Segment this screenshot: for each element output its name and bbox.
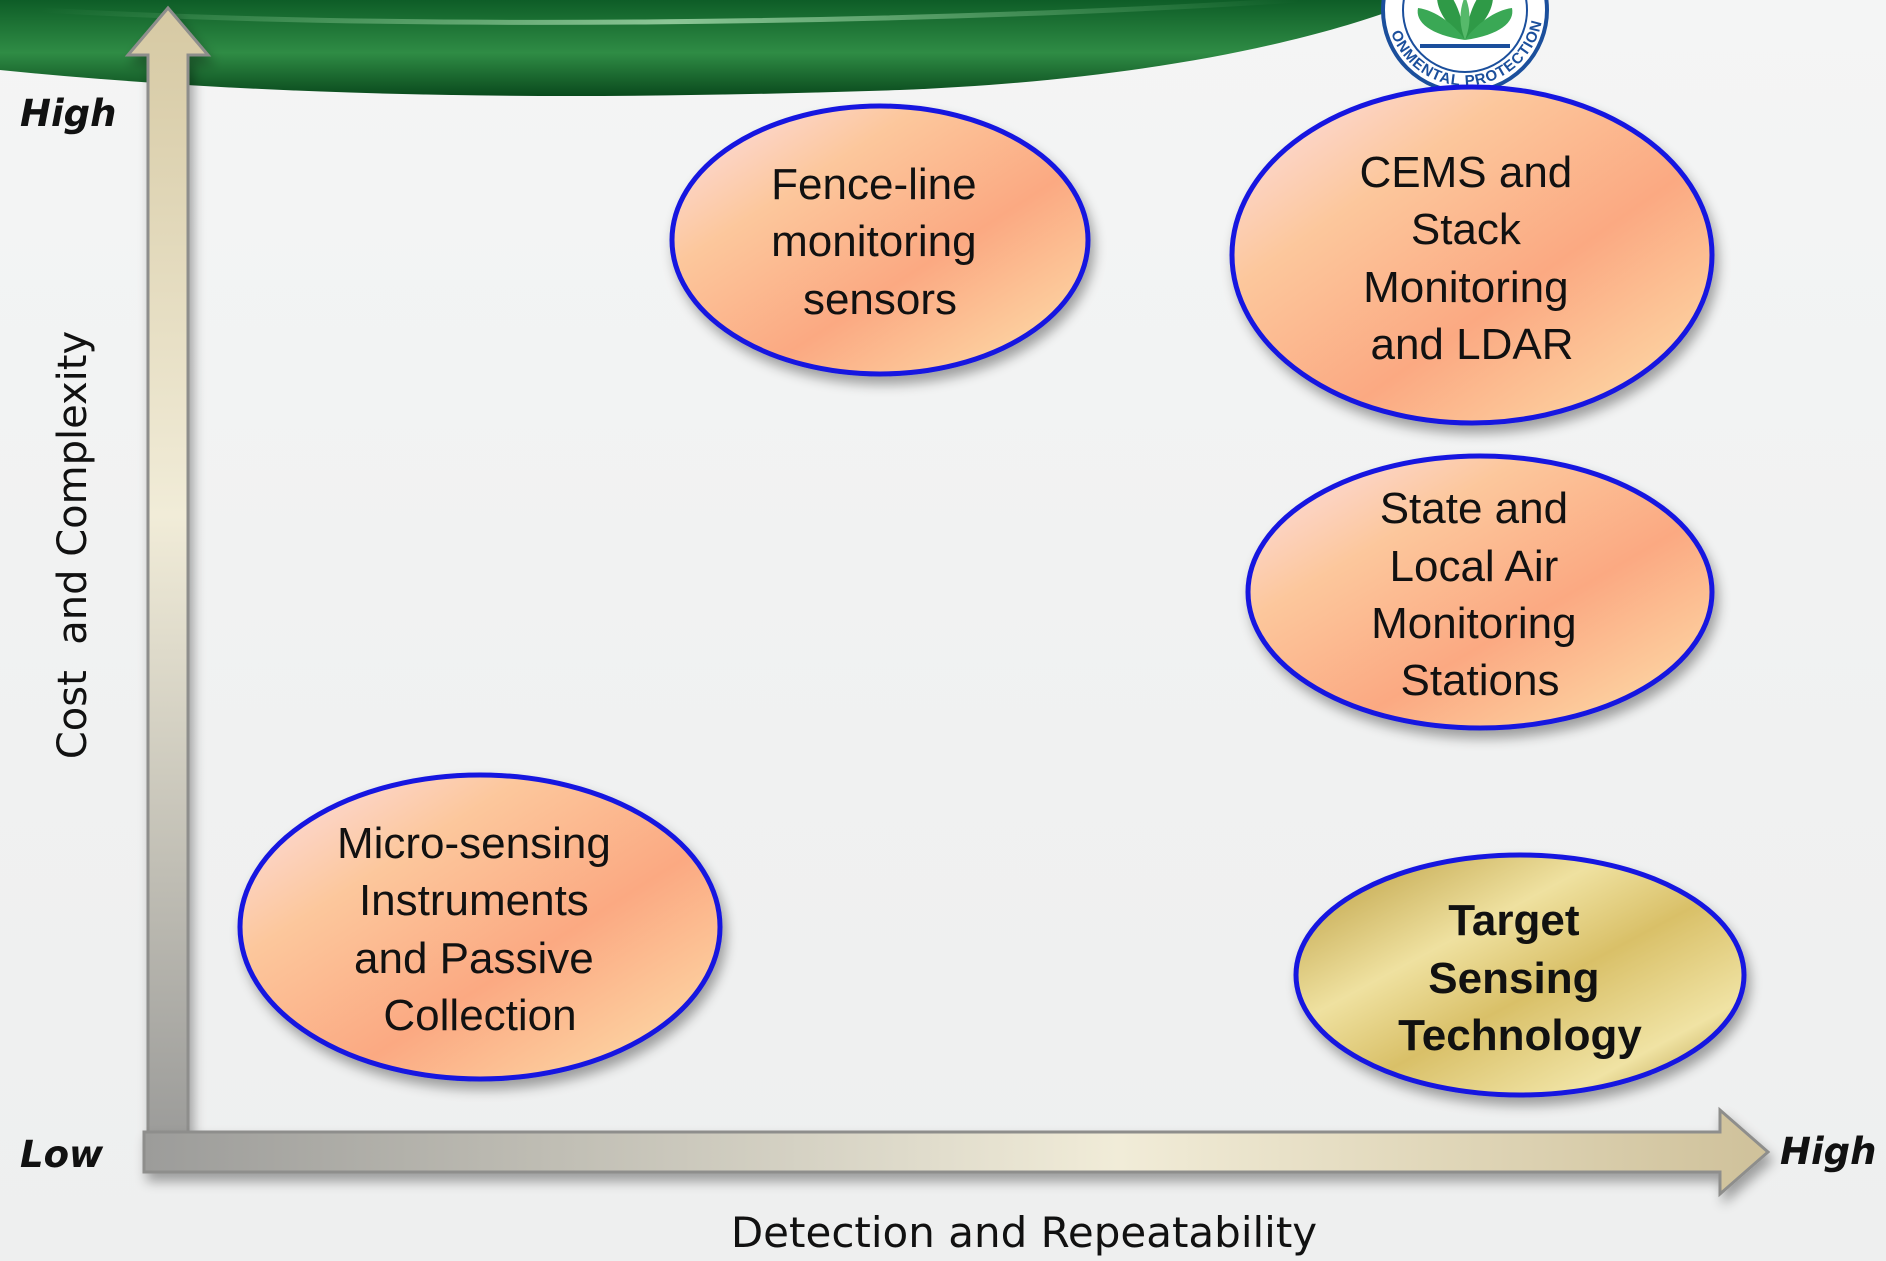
- node-state-local-line-4: Stations: [1401, 656, 1560, 705]
- x-axis-title: Detection and Repeatability: [731, 1208, 1317, 1257]
- node-target: Target Sensing Technology: [1293, 852, 1747, 1098]
- x-axis-high-label: High: [1780, 1130, 1876, 1173]
- node-cems-line-2: Stack: [1411, 205, 1522, 254]
- x-axis-arrow: [142, 1106, 1771, 1198]
- node-cems-line-3: Monitoring: [1363, 263, 1568, 312]
- flower-icon: [1417, 0, 1513, 48]
- node-fenceline-line-3: sensors: [803, 275, 957, 324]
- node-micro-line-4: Collection: [383, 991, 576, 1040]
- node-cems-line-1: CEMS and: [1360, 148, 1573, 197]
- svg-text:State and Local Air: State and Local Air Monitoring Stations: [1371, 484, 1589, 705]
- node-fenceline: Fence-line monitoring sensors: [669, 103, 1091, 377]
- node-fenceline-line-1: Fence-line: [771, 160, 976, 209]
- svg-text:CEMS and Stack Mon: CEMS and Stack Monitoring and LDAR: [1360, 148, 1585, 369]
- node-fenceline-line-2: monitoring: [771, 217, 976, 266]
- node-state-local: State and Local Air Monitoring Stations: [1245, 453, 1715, 731]
- y-axis-high-label: High: [20, 92, 116, 135]
- node-micro-line-1: Micro-sensing: [337, 819, 611, 868]
- y-axis-title: Cost and Complexity: [50, 331, 96, 759]
- svg-text:Micro-sensing Instrument: Micro-sensing Instruments and Passive Co…: [337, 819, 623, 1040]
- node-micro: Micro-sensing Instruments and Passive Co…: [237, 772, 723, 1082]
- node-micro-line-2: Instruments: [359, 876, 589, 925]
- svg-text:Target Sensing Tec: Target Sensing Technology: [1398, 896, 1642, 1060]
- node-cems: CEMS and Stack Monitoring and LDAR: [1229, 84, 1715, 426]
- node-micro-line-3: and Passive: [354, 934, 594, 983]
- node-cems-line-4: and LDAR: [1370, 320, 1573, 369]
- node-target-line-1: Target: [1448, 896, 1580, 945]
- header-band: [0, 0, 1420, 96]
- y-axis-low-label: Low: [20, 1133, 104, 1176]
- y-axis-arrow: [124, 5, 212, 1137]
- svg-text:Fence-line monitoring: Fence-line monitoring sensors: [771, 160, 989, 324]
- node-state-local-line-3: Monitoring: [1371, 599, 1576, 648]
- node-state-local-line-2: Local Air: [1390, 542, 1559, 591]
- node-target-line-2: Sensing: [1428, 954, 1599, 1003]
- node-state-local-line-1: State and: [1380, 484, 1568, 533]
- node-target-line-3: Technology: [1398, 1011, 1642, 1060]
